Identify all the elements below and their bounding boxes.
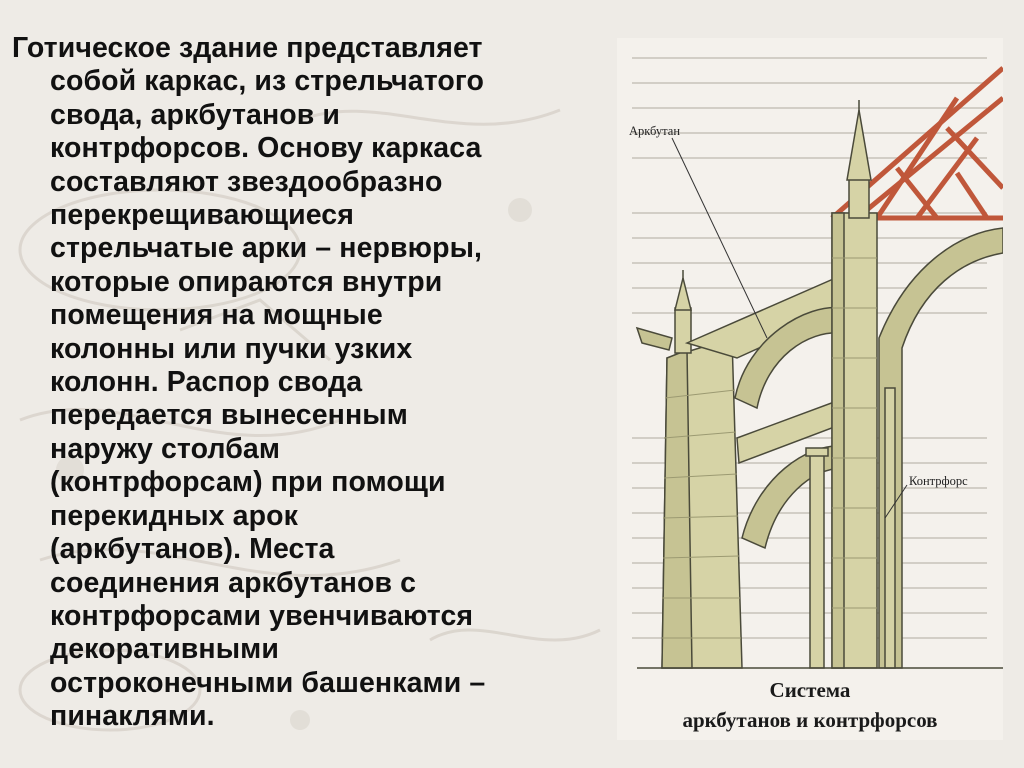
- buttress-illustration: [632, 57, 1003, 669]
- text-line: передается вынесенным: [50, 399, 408, 432]
- buttress-pier: [661, 336, 743, 669]
- text-line: помещения на мощные: [50, 299, 383, 332]
- inner-column: [805, 447, 829, 669]
- text-line: свода, аркбутанов и: [50, 98, 341, 131]
- text-line: колонны или пучки узких: [50, 332, 413, 365]
- label-flying-buttress: Аркбутан: [629, 124, 681, 138]
- text-line: соединения аркбутанов с: [50, 566, 417, 599]
- text-line: составляют звездообразно: [50, 165, 443, 198]
- text-line: стрельчатые арки – нервюры,: [50, 232, 483, 265]
- text-line: контрфорсами увенчиваются: [50, 599, 474, 632]
- label-leader-buttress: [884, 484, 908, 519]
- text-line: которые опираются внутри: [50, 265, 443, 298]
- text-line: Готическое здание представляет: [12, 32, 483, 64]
- buttress-diagram: Аркбутан Контрфорс Система аркбутанов и …: [617, 38, 1003, 740]
- text-line: контрфорсов. Основу каркаса: [50, 132, 482, 165]
- roof-truss: [830, 66, 1003, 221]
- text-line: перекрещивающиеся: [50, 199, 354, 232]
- text-line: наружу столбам: [50, 432, 281, 465]
- lower-flying-buttress: [736, 396, 846, 550]
- central-buttress: [831, 212, 878, 669]
- figure-caption-line1: Система: [769, 678, 851, 702]
- figure-caption-line2: аркбутанов и контрфорсов: [682, 708, 938, 732]
- text-line: (контрфорсам) при помощи: [50, 466, 446, 499]
- label-buttress: Контрфорс: [909, 474, 968, 488]
- text-line: собой каркас, из стрельчатого: [50, 65, 485, 98]
- pier-pinnacle: [635, 270, 692, 354]
- text-line: пинаклями.: [50, 700, 215, 733]
- central-pinnacle: [846, 100, 872, 219]
- text-line: колонн. Распор свода: [50, 366, 363, 399]
- label-leader-flying-buttress: [671, 137, 768, 339]
- nave-arch: [878, 227, 1003, 669]
- text-line: (аркбутанов). Места: [50, 533, 335, 566]
- slide-body-text: Готическое здание представляет собой кар…: [12, 32, 602, 734]
- text-line: остроконечными башенками –: [50, 666, 486, 699]
- text-line: перекидных арок: [50, 499, 298, 532]
- text-line: декоративными: [50, 633, 279, 666]
